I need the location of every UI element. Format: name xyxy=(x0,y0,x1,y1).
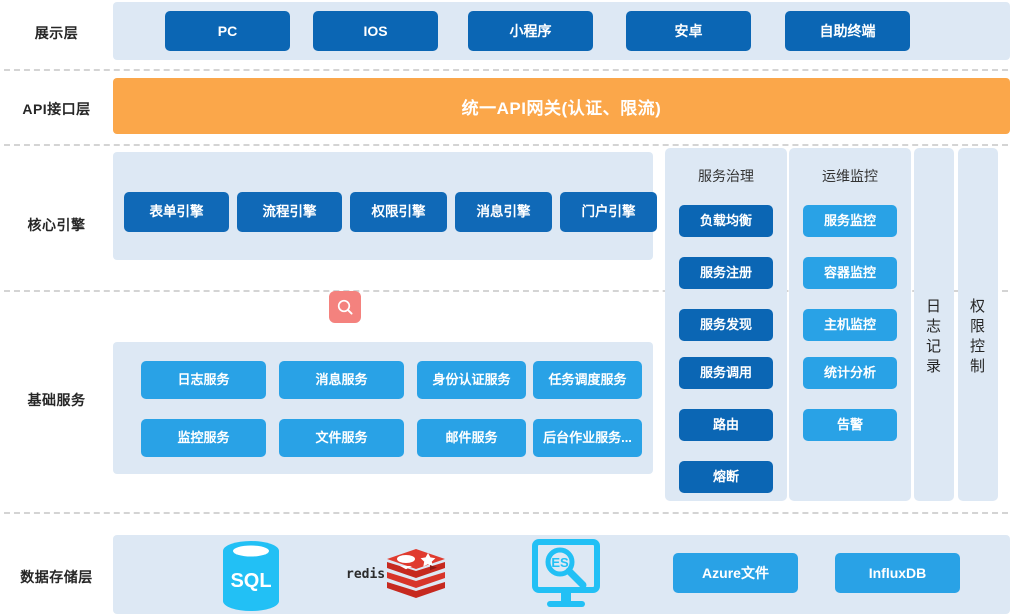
core-item-form[interactable]: 表单引擎 xyxy=(124,192,229,232)
ops-monitoring-title: 运维监控 xyxy=(822,168,878,184)
layer-label-presentation: 展示层 xyxy=(34,25,79,41)
basic-item-monitor[interactable]: 监控服务 xyxy=(141,419,266,457)
presentation-item-miniapp[interactable]: 小程序 xyxy=(468,11,593,51)
service-governance-panel: 服务治理 负载均衡 服务注册 服务发现 服务调用 路由 熔断 xyxy=(665,148,787,501)
governance-item-discovery[interactable]: 服务发现 xyxy=(679,309,773,341)
presentation-item-pc[interactable]: PC xyxy=(165,11,290,51)
layer-label-core: 核心引擎 xyxy=(27,217,86,233)
governance-item-invocation[interactable]: 服务调用 xyxy=(679,357,773,389)
governance-item-routing[interactable]: 路由 xyxy=(679,409,773,441)
presentation-item-ios[interactable]: IOS xyxy=(313,11,438,51)
data-storage-panel: SQL xyxy=(113,535,1010,614)
presentation-item-android[interactable]: 安卓 xyxy=(626,11,751,51)
divider-presentation-api xyxy=(4,69,1008,71)
basic-item-log[interactable]: 日志服务 xyxy=(141,361,266,399)
permission-control-label: 权限控制 xyxy=(968,298,985,378)
governance-item-registry[interactable]: 服务注册 xyxy=(679,257,773,289)
ops-monitoring-panel: 运维监控 服务监控 容器监控 主机监控 统计分析 告警 xyxy=(789,148,911,501)
basic-item-auth[interactable]: 身份认证服务 xyxy=(417,361,526,399)
redis-icon xyxy=(385,547,447,610)
logging-label: 日志记录 xyxy=(924,298,941,378)
monitoring-item-container[interactable]: 容器监控 xyxy=(803,257,897,289)
sql-database-icon: SQL xyxy=(219,539,283,614)
core-engine-panel: 表单引擎 流程引擎 权限引擎 消息引擎 门户引擎 xyxy=(113,152,657,260)
api-gateway-bar[interactable]: 统一API网关(认证、限流) xyxy=(113,78,1010,134)
core-item-permission[interactable]: 权限引擎 xyxy=(350,192,447,232)
presentation-layer-panel: PC IOS 小程序 安卓 自助终端 xyxy=(113,2,1010,60)
monitoring-item-host[interactable]: 主机监控 xyxy=(803,309,897,341)
divider-api-core xyxy=(4,144,1008,146)
storage-item-influxdb[interactable]: InfluxDB xyxy=(835,553,960,593)
elasticsearch-icon: ES xyxy=(527,536,605,614)
basic-services-panel: 日志服务 消息服务 身份认证服务 任务调度服务 监控服务 文件服务 邮件服务 后… xyxy=(113,342,653,474)
svg-text:SQL: SQL xyxy=(230,570,271,592)
presentation-item-kiosk[interactable]: 自助终端 xyxy=(785,11,910,51)
governance-item-circuit-break[interactable]: 熔断 xyxy=(679,461,773,493)
basic-item-file[interactable]: 文件服务 xyxy=(279,419,404,457)
monitoring-item-alerting[interactable]: 告警 xyxy=(803,409,897,441)
svg-text:ES: ES xyxy=(551,555,569,570)
governance-item-load-balance[interactable]: 负载均衡 xyxy=(679,205,773,237)
permission-control-panel: 权限控制 xyxy=(958,148,998,501)
basic-item-scheduler[interactable]: 任务调度服务 xyxy=(533,361,642,399)
basic-item-message[interactable]: 消息服务 xyxy=(279,361,404,399)
layer-label-api: API接口层 xyxy=(22,101,91,117)
search-badge[interactable] xyxy=(329,291,361,323)
basic-item-mail[interactable]: 邮件服务 xyxy=(417,419,526,457)
layer-label-storage: 数据存储层 xyxy=(20,569,93,585)
logging-panel: 日志记录 xyxy=(914,148,954,501)
monitoring-item-service[interactable]: 服务监控 xyxy=(803,205,897,237)
core-item-portal[interactable]: 门户引擎 xyxy=(560,192,657,232)
storage-item-azure-file[interactable]: Azure文件 xyxy=(673,553,798,593)
divider-core-basic xyxy=(4,290,1008,292)
basic-item-batchjob[interactable]: 后台作业服务... xyxy=(533,419,642,457)
service-governance-title: 服务治理 xyxy=(698,168,754,184)
monitoring-item-analytics[interactable]: 统计分析 xyxy=(803,357,897,389)
core-item-process[interactable]: 流程引擎 xyxy=(237,192,342,232)
search-icon xyxy=(336,298,355,317)
redis-label: redis xyxy=(346,567,386,582)
divider-basic-storage xyxy=(4,512,1008,514)
layer-label-basic: 基础服务 xyxy=(27,392,86,408)
core-item-message[interactable]: 消息引擎 xyxy=(455,192,552,232)
